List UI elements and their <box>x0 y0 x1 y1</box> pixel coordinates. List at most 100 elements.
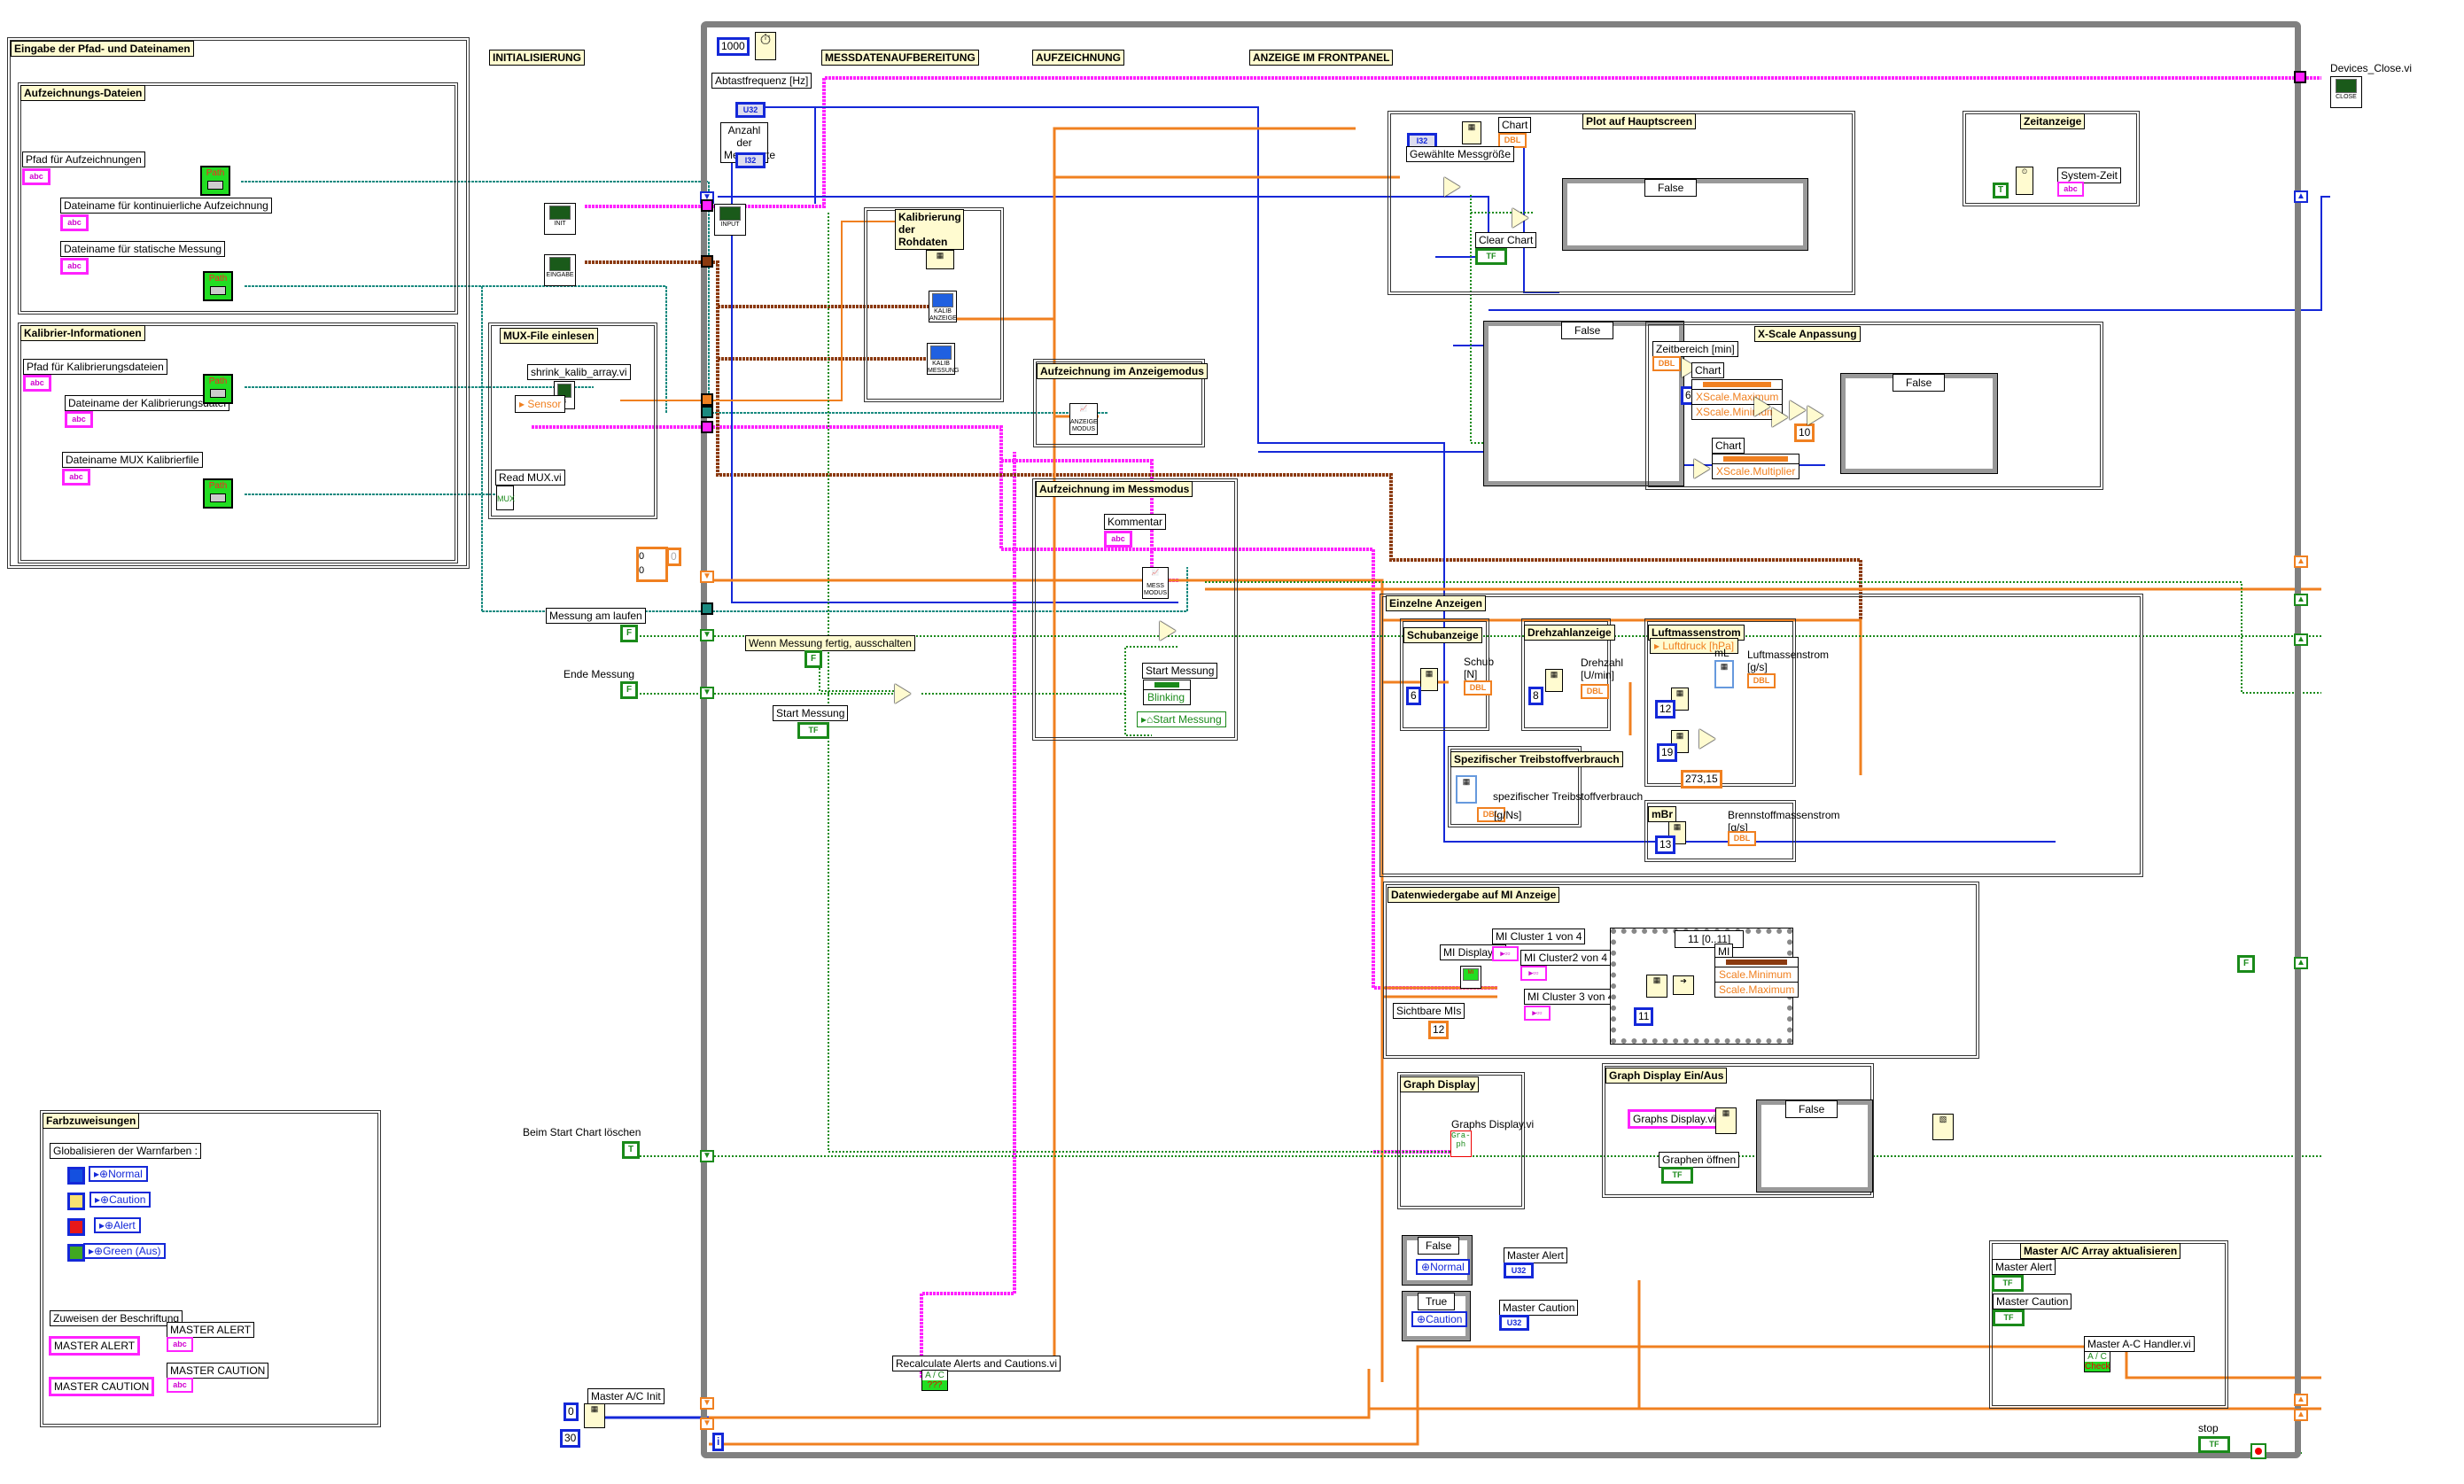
recording-files-frame <box>18 82 458 315</box>
zeitbereich-control[interactable]: DBL <box>1652 356 1681 371</box>
xscale-case-structure <box>1840 373 1998 474</box>
sensor-unbundle: ▸ Sensor <box>515 395 566 413</box>
wenn-fertig-control[interactable]: F <box>804 650 822 668</box>
devices-close-subvi[interactable]: CLOSE <box>2330 76 2362 108</box>
recalc-label: Recalculate Alerts and Cautions.vi <box>892 1356 1061 1371</box>
chart-loeschen-label: Beim Start Chart löschen <box>523 1126 641 1138</box>
caution-string-const[interactable]: MASTER CAUTION <box>49 1377 155 1396</box>
kommentar-control[interactable]: abc <box>1104 531 1132 548</box>
graph-vi-const[interactable]: Graphs Display.vi <box>1628 1109 1722 1129</box>
color-normal-const[interactable] <box>67 1167 85 1185</box>
mbr-index[interactable]: 13 <box>1655 835 1676 854</box>
kalib-anzeige-subvi[interactable]: KALIB ANZEIGE <box>929 291 957 322</box>
mbr-title: mBr <box>1648 806 1677 822</box>
plot-case-selector[interactable]: False <box>1644 179 1698 197</box>
anzahl-control[interactable]: I32 <box>735 152 766 168</box>
luft-index1[interactable]: 12 <box>1655 700 1676 719</box>
chart-loeschen-control[interactable]: T <box>622 1141 640 1159</box>
rec-cont-control[interactable]: abc <box>60 214 89 231</box>
color-green-const[interactable] <box>67 1244 85 1262</box>
wait-ms-const[interactable]: 1000 <box>717 37 750 56</box>
const-10[interactable]: 10 <box>1794 423 1815 442</box>
recalc-subvi[interactable]: A / C??? <box>921 1370 948 1391</box>
path-input-frame <box>7 37 470 569</box>
graphs-display-subvi[interactable]: Gra- ph <box>1450 1130 1472 1157</box>
shift-register-right[interactable]: ▲ <box>2294 633 2308 646</box>
master-alert-case-selector[interactable]: False <box>1418 1237 1460 1255</box>
luft-index2[interactable]: 19 <box>1657 743 1678 762</box>
close-ref-node: ▧ <box>1932 1114 1954 1140</box>
formula-node-icon: ▦ <box>1714 660 1734 688</box>
shift-register-left[interactable]: ▼ <box>700 1418 714 1430</box>
shift-register-left[interactable]: ▼ <box>700 687 714 699</box>
true-const[interactable]: T <box>1993 183 2009 198</box>
calib-file-control[interactable]: abc <box>65 411 93 428</box>
shift-register-left[interactable]: ▼ <box>700 571 714 583</box>
calib-mux-control[interactable]: abc <box>62 469 90 486</box>
ma-alert-control[interactable]: TF <box>1992 1275 2024 1292</box>
caution-global: ⊕Caution <box>1411 1311 1468 1327</box>
clear-chart-control[interactable]: TF <box>1475 248 1507 265</box>
messmodus-frame <box>1032 478 1238 741</box>
shift-register-right[interactable]: ▲ <box>2294 594 2308 606</box>
master-array-frame <box>1989 1240 2228 1409</box>
abtast-control[interactable]: U32 <box>735 102 766 118</box>
shift-register-right[interactable]: ▲ <box>2294 556 2308 568</box>
caution-string-indicator: abc <box>167 1378 193 1393</box>
rec-static-control[interactable]: abc <box>60 258 89 275</box>
shift-register-right[interactable]: ▲ <box>2294 1394 2308 1406</box>
system-zeit-indicator: abc <box>2057 182 2084 197</box>
shift-register-right[interactable]: ▲ <box>2294 190 2308 203</box>
tunnel-path <box>701 602 713 615</box>
shift-register-left[interactable]: ▼ <box>700 629 714 641</box>
system-zeit-label: System-Zeit <box>2057 167 2122 183</box>
shift-register-right[interactable]: ▲ <box>2294 957 2308 969</box>
color-caution-const[interactable] <box>67 1193 85 1210</box>
einzeln-frame <box>1380 594 2143 877</box>
graphen-oeffnen-control[interactable]: TF <box>1661 1167 1693 1184</box>
anzeige-modus-subvi[interactable]: 📈ANZEIGE MODUS <box>1069 403 1098 435</box>
false-const[interactable]: F <box>2237 955 2255 973</box>
messung-laeuft-control[interactable]: F <box>620 625 638 642</box>
mess-modus-subvi[interactable]: 📈MESS MODUS <box>1142 567 1169 599</box>
array-index-const[interactable]: 0 <box>666 548 681 566</box>
start-messung-local[interactable]: ▸⌂Start Messung <box>1137 711 1226 727</box>
mi-cluster2-indicator: ▸▫▫ <box>1520 966 1547 981</box>
mi-index-const[interactable]: 11 <box>1634 1007 1654 1026</box>
shift-register-left[interactable]: ▼ <box>700 1150 714 1162</box>
rec-path-control[interactable]: abc <box>22 168 51 185</box>
kalib-messung-subvi[interactable]: KALIB MESSUNG <box>927 343 959 375</box>
ende-messung-control[interactable]: F <box>620 681 638 699</box>
mi-display-subvi[interactable]: MI <box>1460 966 1481 989</box>
chart-case-selector[interactable]: False <box>1561 322 1614 339</box>
xscale-case-selector[interactable]: False <box>1893 374 1946 392</box>
calib-path-control[interactable]: abc <box>23 375 51 392</box>
drehzahl-index[interactable]: 8 <box>1528 687 1543 705</box>
master-init-const30[interactable]: 30 <box>560 1429 581 1448</box>
alert-string-const[interactable]: MASTER ALERT <box>49 1336 141 1356</box>
sichtbar-const[interactable]: 12 <box>1428 1021 1450 1039</box>
section-init: INITIALISIERUNG <box>489 50 586 66</box>
mi-sequence-selector[interactable]: 11 [0..11] <box>1675 930 1745 948</box>
master-init-const0[interactable]: 0 <box>564 1402 579 1421</box>
ma-caution-control[interactable]: TF <box>1993 1309 2025 1326</box>
master-caution-case-selector[interactable]: True <box>1418 1293 1456 1310</box>
color-alert-const[interactable] <box>67 1218 85 1236</box>
shift-register-left[interactable]: ▼ <box>700 1397 714 1410</box>
greater-node <box>1807 406 1823 425</box>
graph-display-title: Graph Display <box>1400 1076 1480 1092</box>
read-mux-subvi[interactable]: MUX <box>496 486 515 510</box>
init-subvi[interactable]: INIT <box>544 203 576 235</box>
stop-control[interactable]: TF <box>2198 1436 2230 1453</box>
graph-toggle-title: Graph Display Ein/Aus <box>1605 1068 1728 1084</box>
eingabe-subvi[interactable]: EINGABE <box>544 254 576 286</box>
start-messung-control[interactable]: TF <box>797 722 829 739</box>
calib-info-title: Kalibrier-Informationen <box>20 325 145 341</box>
shift-register-right[interactable]: ▲ <box>2294 1409 2308 1421</box>
input-subvi[interactable]: INPUT <box>714 204 746 236</box>
kelvin-const[interactable]: 273,15 <box>1681 770 1722 789</box>
graph-toggle-case-selector[interactable]: False <box>1785 1100 1838 1118</box>
schub-index[interactable]: 6 <box>1406 687 1421 705</box>
